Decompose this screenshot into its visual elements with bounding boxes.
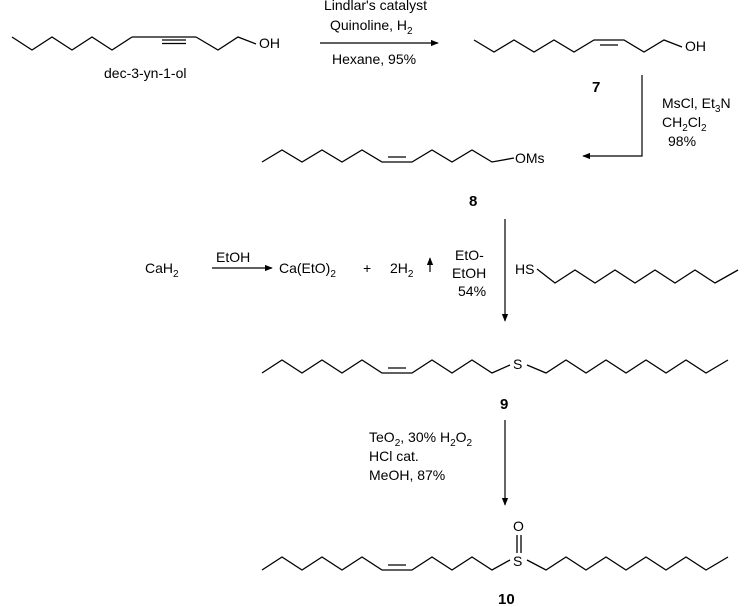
step2-yield: 98% [668,133,696,149]
compound10-oxygen: O [513,518,524,534]
side-reaction: CaH2 EtOH Ca(EtO)2 + 2H2 [145,249,434,280]
compound9-number: 9 [500,396,508,413]
step4: TeO2, 30% H2O2 HCl cat. MeOH, 87% [369,420,509,506]
compound9-sulfur: S [513,356,522,372]
step1-reagent1: Lindlar's catalyst [324,0,427,13]
compound9-left-chain [261,359,511,374]
compound7-oh-label: OH [685,38,706,54]
compound8-group: OMs [515,150,545,166]
thiol-hs-label: HS [515,261,534,277]
compound10-sulfur: S [513,553,522,569]
compound7-chain [473,39,683,53]
alkyne-chain-left [11,36,133,51]
step3-yield: 54% [458,283,486,299]
step2-line2: CH2Cl2 [662,114,707,134]
start-material: OH dec-3-yn-1-ol [11,35,280,81]
start-oh-label: OH [259,35,280,51]
step4-line2: HCl cat. [369,448,419,464]
compound9-right-chain [526,359,729,374]
compound8-number: 8 [469,193,477,210]
compound10-right-chain [526,556,729,571]
compound10-left-chain [261,556,511,571]
compound-8: OMs 8 [261,149,545,210]
step2-line1: MsCl, Et3N [662,95,731,115]
compound-9: S 9 [261,356,729,413]
side-reagent: EtOH [216,249,250,265]
step2: MsCl, Et3N CH2Cl2 98% [582,75,731,160]
step1-reagent2: Quinoline, H2 [330,17,413,37]
step2-arrow [582,75,643,160]
step3: EtO- EtOH 54% HS [452,219,739,322]
step1-conditions: Hexane, 95% [332,51,416,67]
start-material-name: dec-3-yn-1-ol [104,65,186,81]
compound10-number: 10 [498,591,515,607]
side-plus: + [363,260,371,276]
side-reactant: CaH2 [145,260,179,280]
alkyne-chain-right [195,36,257,51]
octanethiol-chain [536,268,739,284]
compound-7: OH 7 [473,38,706,96]
step1: Lindlar's catalyst Quinoline, H2 Hexane,… [320,0,439,67]
compound-10: S O 10 [261,518,729,607]
compound8-chain [261,149,515,163]
step3-line1: EtO- [455,247,484,263]
side-product2: 2H2 [390,260,414,280]
step4-line1: TeO2, 30% H2O2 [369,429,473,449]
step4-line3: MeOH, 87% [369,467,445,483]
side-product1: Ca(EtO)2 [279,260,336,280]
step3-line2: EtOH [452,265,486,281]
compound7-number: 7 [592,79,600,96]
